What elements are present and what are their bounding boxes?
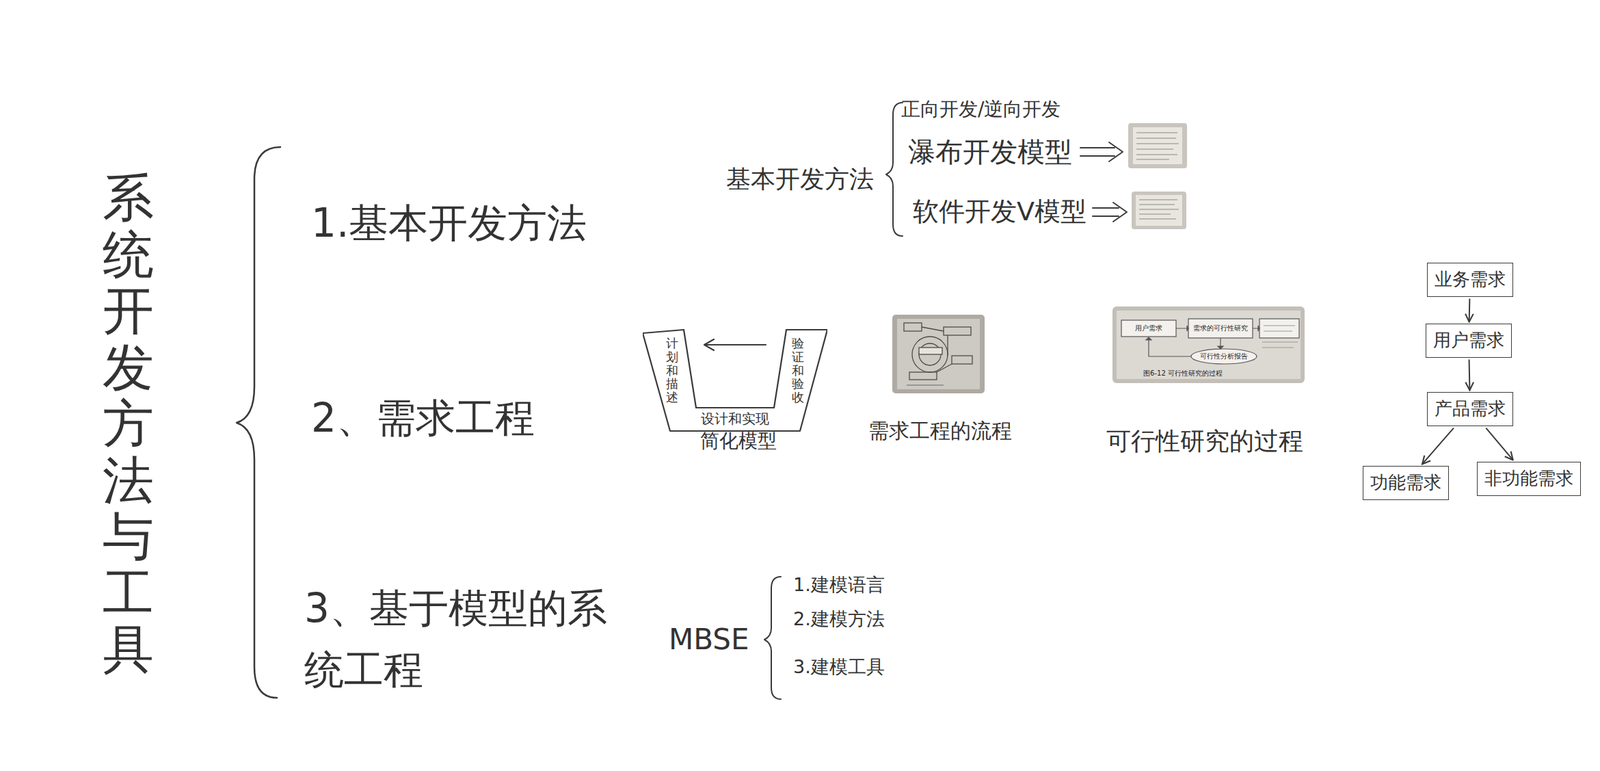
label-wrap: 用户需求 bbox=[1135, 324, 1163, 333]
note-label: MBSE bbox=[668, 622, 750, 657]
note-label: 图6-12 可行性研究的过程 bbox=[1143, 369, 1223, 378]
v-model-stroke bbox=[705, 343, 766, 346]
label-wrap: 图6-12 可行性研究的过程 bbox=[1143, 369, 1223, 378]
v-model-text: 计划和描述 bbox=[665, 336, 679, 405]
label-wrap: 瀑布开发模型 bbox=[908, 135, 1073, 169]
note-label: 正向开发/逆向开发 bbox=[901, 97, 1061, 122]
note-label: 2.建模方法 bbox=[793, 607, 885, 630]
v-model-stroke bbox=[786, 328, 828, 331]
note-label: 简化模型 bbox=[700, 429, 777, 453]
arrow-connector bbox=[1468, 298, 1471, 323]
box-text: 产品需求 bbox=[1434, 397, 1506, 420]
v-model-text: 设计和实现 bbox=[700, 410, 770, 427]
label-wrap: 需求工程的流程 bbox=[868, 418, 1012, 444]
method-brace bbox=[886, 102, 903, 236]
label-wrap: 3.建模工具 bbox=[793, 655, 885, 678]
note-label: 软件开发V模型 bbox=[912, 196, 1087, 228]
label-wrap: MBSE bbox=[668, 622, 750, 657]
note-label: 1.建模语言 bbox=[793, 573, 885, 596]
main-brace bbox=[236, 147, 281, 698]
v-model-stroke bbox=[642, 329, 684, 333]
label-wrap: 简化模型 bbox=[700, 429, 777, 453]
note-label: 需求工程的流程 bbox=[868, 418, 1012, 444]
process-photo bbox=[892, 314, 985, 394]
v-model-stroke bbox=[704, 339, 714, 351]
arrow-connector bbox=[1485, 428, 1513, 461]
label-wrap: 基本开发方法 bbox=[726, 164, 874, 194]
double-arrow bbox=[1080, 142, 1123, 162]
label-wrap: 1.建模语言 bbox=[793, 573, 885, 596]
v-text-wrap: 验证和验收 bbox=[791, 336, 805, 405]
label-wrap: 可行性研究的过程 bbox=[1106, 425, 1304, 456]
double-arrow bbox=[1092, 202, 1127, 222]
label-wrap: 软件开发V模型 bbox=[912, 196, 1087, 228]
label-wrap: 1.基本开发方法 bbox=[311, 193, 589, 253]
note-label: 可行性研究的过程 bbox=[1106, 425, 1304, 456]
label-wrap: 需求的可行性研究 bbox=[1193, 324, 1248, 333]
box-text: 非功能需求 bbox=[1484, 467, 1574, 489]
v-model-text: 验证和验收 bbox=[791, 336, 805, 405]
feasibility-photo bbox=[1112, 306, 1305, 383]
label-wrap: 2.建模方法 bbox=[793, 607, 885, 630]
requirement-box: 功能需求 bbox=[1362, 465, 1449, 500]
requirement-box: 非功能需求 bbox=[1476, 461, 1581, 496]
label-wrap: 2、需求工程 bbox=[311, 394, 535, 443]
note-label: 2、需求工程 bbox=[311, 394, 535, 443]
box-text: 功能需求 bbox=[1370, 471, 1442, 493]
requirement-box: 用户需求 bbox=[1425, 323, 1512, 357]
photo-thumbnail bbox=[1131, 191, 1187, 230]
v-model-stroke bbox=[642, 329, 828, 431]
v-model-shape: 计划和描述设计和实现 验证和验收 bbox=[642, 322, 828, 434]
box-text: 用户需求 bbox=[1433, 329, 1505, 351]
note-label: 3、基于模型的系统工程 bbox=[304, 577, 623, 701]
v-text-wrap: 设计和实现 bbox=[700, 410, 770, 427]
requirement-box: 产品需求 bbox=[1427, 391, 1514, 426]
title-text: 系统开发方法与工具 bbox=[102, 169, 154, 678]
note-label: 用户需求 bbox=[1135, 324, 1163, 333]
label-wrap: 3、基于模型的系统工程 bbox=[304, 577, 623, 701]
note-label: 可行性分析报告 bbox=[1200, 352, 1248, 361]
note-label: 需求的可行性研究 bbox=[1193, 324, 1248, 333]
arrow-connector bbox=[1422, 428, 1454, 465]
note-label: 1.基本开发方法 bbox=[311, 193, 589, 253]
requirement-box: 业务需求 bbox=[1427, 262, 1514, 297]
note-label: 基本开发方法 bbox=[726, 164, 874, 194]
note-label: 瀑布开发模型 bbox=[908, 135, 1073, 169]
box-text: 业务需求 bbox=[1434, 268, 1506, 290]
arrow-connector bbox=[1468, 359, 1471, 391]
mbse-brace bbox=[764, 576, 781, 699]
v-model-stroke bbox=[683, 329, 787, 408]
title-wrap: 系统开发方法与工具 bbox=[102, 169, 154, 678]
v-text-wrap: 计划和描述 bbox=[665, 336, 679, 405]
photo-thumbnail bbox=[1128, 123, 1188, 169]
label-wrap: 可行性分析报告 bbox=[1200, 352, 1248, 361]
note-label: 3.建模工具 bbox=[793, 655, 885, 678]
label-wrap: 正向开发/逆向开发 bbox=[901, 97, 1061, 122]
